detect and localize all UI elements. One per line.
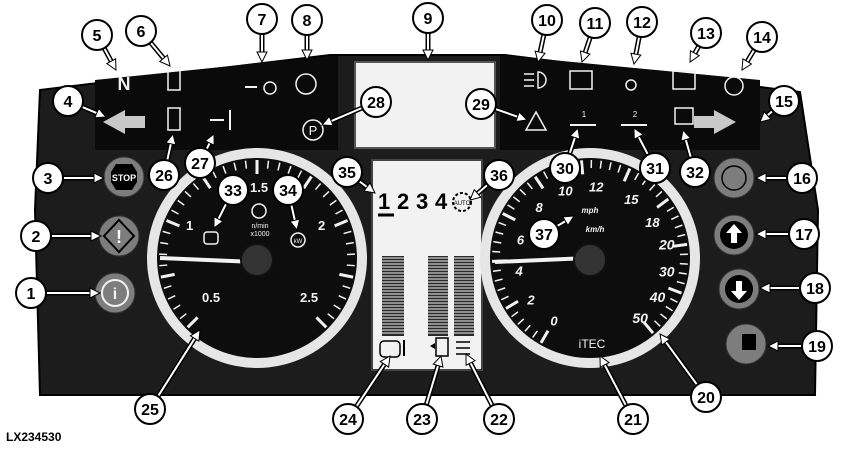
gear-4: 4 [435, 189, 448, 214]
callout-number: 34 [279, 183, 297, 200]
callout-number: 5 [93, 28, 102, 45]
speed-tick-6: 6 [517, 232, 525, 247]
menu-button[interactable] [726, 324, 766, 364]
rpm-unit-line2: x1000 [250, 231, 269, 238]
speed-tick-50: 50 [632, 310, 648, 326]
callout-number: 24 [339, 412, 357, 429]
callout-10: 10 [532, 5, 562, 62]
svg-text:AUTO: AUTO [454, 201, 471, 207]
menu-back-button[interactable] [714, 158, 754, 198]
callout-number: 16 [793, 171, 811, 188]
callout-number: 23 [413, 412, 431, 429]
callout-number: 26 [155, 168, 173, 185]
callout-number: 21 [624, 412, 642, 429]
callout-5: 5 [82, 20, 116, 70]
callout-number: 7 [258, 12, 267, 29]
callout-number: 14 [753, 30, 771, 47]
speed-tick-4: 4 [514, 264, 523, 279]
callout-number: 29 [472, 97, 490, 114]
top-band [95, 55, 338, 150]
callout-11: 11 [580, 8, 610, 62]
rpm-unit-line1: n/min [251, 223, 268, 230]
callout-number: 33 [224, 183, 242, 200]
callout-number: 8 [303, 13, 312, 30]
stop-button[interactable]: STOP [104, 157, 144, 197]
callout-number: 13 [697, 26, 715, 43]
callout-number: 20 [697, 390, 715, 407]
callout-number: 3 [44, 171, 53, 188]
svg-text:i: i [113, 286, 117, 303]
neutral-icon: N [118, 74, 131, 94]
callout-number: 17 [795, 227, 813, 244]
callout-number: 30 [556, 161, 574, 178]
rpm-tick-1: 1 [186, 218, 193, 233]
svg-text:!: ! [116, 227, 122, 247]
callout-13: 13 [690, 18, 721, 62]
callout-number: 10 [538, 13, 556, 30]
rpm-tick-15: 1.5 [250, 180, 268, 195]
svg-text:P: P [309, 123, 318, 138]
callout-number: 2 [32, 229, 41, 246]
callout-6: 6 [126, 16, 170, 66]
speed-tick-20: 20 [658, 236, 675, 252]
callout-number: 22 [490, 412, 508, 429]
callout-number: 31 [646, 161, 664, 178]
svg-text:1: 1 [582, 110, 587, 119]
speed-unit-mph: mph [582, 206, 599, 215]
svg-text:kW: kW [294, 239, 303, 245]
callout-number: 1 [27, 286, 36, 303]
speed-tick-30: 30 [659, 264, 675, 280]
callout-9: 9 [413, 3, 443, 60]
callout-number: 18 [806, 281, 824, 298]
callout-number: 27 [191, 156, 209, 173]
stop-label: STOP [112, 173, 136, 183]
speed-tick-0: 0 [550, 313, 558, 328]
callout-number: 35 [338, 165, 356, 182]
gear-1: 1 [378, 189, 390, 214]
gear-3: 3 [416, 189, 428, 214]
callout-number: 36 [490, 168, 508, 185]
gear-2: 2 [397, 189, 409, 214]
brand-label: iTEC [579, 337, 606, 351]
callout-12: 12 [627, 7, 657, 64]
menu-grid-icon [742, 334, 756, 350]
speed-tick-2: 2 [526, 292, 535, 307]
speed-tick-18: 18 [645, 215, 660, 230]
auto-gear-icon: AUTO [453, 193, 471, 211]
down-button[interactable] [719, 269, 759, 309]
callout-number: 6 [137, 24, 146, 41]
callout-number: 32 [686, 165, 704, 182]
callout-number: 37 [535, 227, 553, 244]
warning-button[interactable]: ! [99, 216, 139, 256]
up-button[interactable] [714, 215, 754, 255]
figure-id: LX234530 [6, 430, 61, 444]
svg-text:2: 2 [633, 110, 638, 119]
top-band-right [500, 55, 760, 150]
callout-8: 8 [292, 5, 322, 60]
callout-number: 19 [808, 339, 826, 356]
callout-number: 12 [633, 15, 651, 32]
callout-number: 11 [587, 16, 604, 33]
speed-tick-12: 12 [589, 179, 604, 194]
speed-tick-10: 10 [558, 183, 573, 198]
callout-number: 25 [141, 402, 159, 419]
callout-14: 14 [742, 22, 777, 70]
speed-tick-15: 15 [624, 192, 639, 207]
callout-number: 15 [775, 94, 793, 111]
callout-number: 4 [64, 94, 73, 111]
callout-number: 28 [367, 95, 385, 112]
speed-tick-8: 8 [535, 200, 543, 215]
rpm-tick-25: 2.5 [300, 290, 318, 305]
speed-tick-40: 40 [649, 289, 666, 305]
speed-unit-kmh: km/h [586, 225, 605, 234]
callout-number: 9 [424, 11, 433, 28]
callout-7: 7 [247, 4, 277, 62]
rpm-tick-2: 2 [318, 218, 325, 233]
rpm-tick-05: 0.5 [202, 290, 220, 305]
